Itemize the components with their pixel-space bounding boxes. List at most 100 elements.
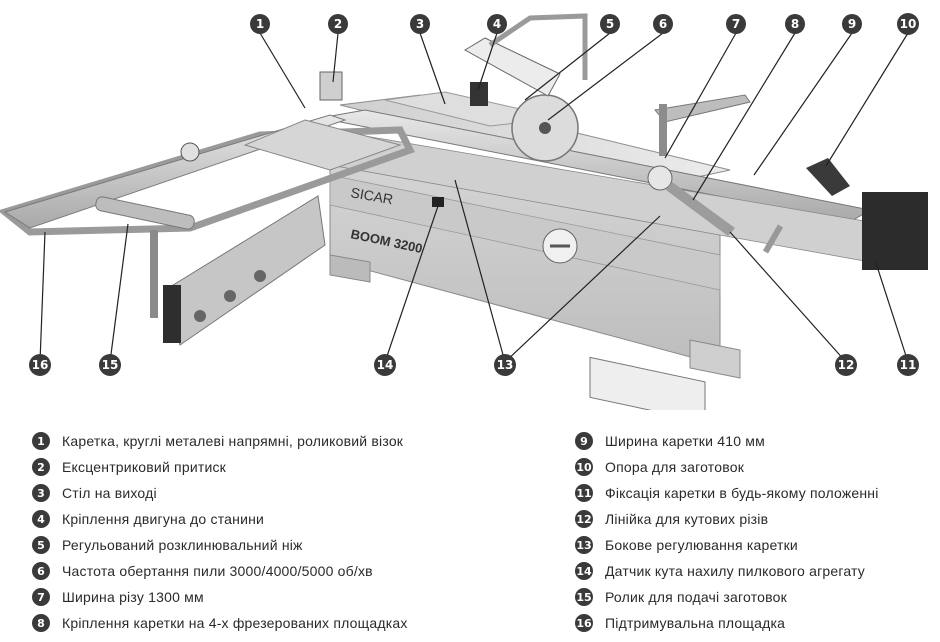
- legend-label: Підтримувальна площадка: [605, 615, 786, 631]
- carriage-frame: [0, 126, 415, 236]
- callout-10: 10: [897, 13, 919, 35]
- callout-4: 4: [487, 14, 507, 34]
- support-roller: [95, 196, 195, 230]
- legend-label: Лінійка для кутових різів: [605, 511, 769, 527]
- legend-label: Стіл на виході: [62, 485, 157, 501]
- callout-9: 9: [842, 14, 862, 34]
- control-panel: [589, 356, 706, 410]
- clamp-post: [319, 71, 343, 101]
- callout-13: 13: [494, 354, 516, 376]
- leader-2: [332, 32, 339, 83]
- machine-brand: SICAR: [349, 184, 394, 207]
- arm-hole-3: [254, 270, 266, 282]
- leader-7: [664, 32, 737, 159]
- legend-item-7: 7 Ширина різу 1300 мм: [32, 585, 204, 609]
- legend-badge: 10: [575, 458, 593, 476]
- legend-badge: 4: [32, 510, 50, 528]
- legend-item-4: 4 Кріплення двигуна до станини: [32, 507, 264, 531]
- callout-5: 5: [600, 14, 620, 34]
- arm-hole-2: [224, 290, 236, 302]
- svg-text:7: 7: [732, 17, 740, 31]
- eccentric-clamp: [180, 142, 200, 162]
- legend-label: Частота обертання пили 3000/4000/5000 об…: [62, 563, 373, 579]
- arm-hole-1: [194, 310, 206, 322]
- angle-knob: [647, 165, 673, 191]
- carriage-end-block: [862, 192, 928, 270]
- callout-11: 11: [897, 354, 919, 376]
- svg-text:10: 10: [900, 17, 917, 31]
- callout-2: 2: [328, 14, 348, 34]
- callout-6: 6: [653, 14, 673, 34]
- svg-text:15: 15: [102, 358, 119, 372]
- legend-badge: 7: [32, 588, 50, 606]
- leader-13: [454, 179, 506, 363]
- leader-3: [419, 32, 446, 105]
- legend-label: Ролик для подачі заготовок: [605, 589, 787, 605]
- blade-guard: [463, 37, 561, 97]
- leader-9: [753, 32, 853, 176]
- callout-1: 1: [250, 14, 270, 34]
- callout-3: 3: [410, 14, 430, 34]
- legend-label: Регульований розклинювальний ніж: [62, 537, 303, 553]
- machine-diagram: SICAR BOOM 3200 1 2 3 4 5 6 7 8 9 10 11 …: [0, 13, 928, 410]
- legend-item-10: 10 Опора для заготовок: [575, 455, 744, 479]
- callout-16: 16: [29, 354, 51, 376]
- callout-8: 8: [785, 14, 805, 34]
- legend-label: Ширина різу 1300 мм: [62, 589, 204, 605]
- leader-4: [477, 32, 498, 91]
- guard-arm: [488, 13, 588, 80]
- svg-text:16: 16: [32, 358, 49, 372]
- callout-15: 15: [99, 354, 121, 376]
- legend-badge: 3: [32, 484, 50, 502]
- legend-badge: 5: [32, 536, 50, 554]
- svg-text:13: 13: [497, 358, 514, 372]
- legend-item-3: 3 Стіл на виході: [32, 481, 157, 505]
- legend-badge: 13: [575, 536, 593, 554]
- callout-markers: 1 2 3 4 5 6 7 8 9 10 11 12 13 14 15 16: [29, 13, 919, 376]
- legend-badge: 16: [575, 614, 593, 632]
- legend-label: Кріплення двигуна до станини: [62, 511, 265, 527]
- fence-post: [659, 104, 667, 156]
- legend-label: Опора для заготовок: [605, 459, 745, 475]
- callout-7: 7: [726, 14, 746, 34]
- leader-12: [729, 231, 847, 363]
- leader-14: [384, 205, 439, 363]
- leader-15: [109, 223, 129, 363]
- leader-16: [39, 231, 46, 363]
- legend-badge: 14: [575, 562, 593, 580]
- leader-6: [547, 32, 664, 121]
- workpiece-support: [806, 158, 850, 196]
- svg-text:3: 3: [416, 17, 424, 31]
- support-leg: [150, 230, 158, 318]
- leader-13b: [504, 215, 661, 363]
- cabinet-front-panel: [329, 174, 721, 291]
- callout-14: 14: [374, 354, 396, 376]
- angle-sensor: [432, 197, 444, 207]
- angle-ruler: [666, 182, 735, 236]
- legend-label: Фіксація каретки в будь-якому положенні: [605, 485, 879, 501]
- crosscut-table: [243, 119, 402, 171]
- machine-foot: [329, 254, 371, 283]
- legend-badge: 9: [575, 432, 593, 450]
- leader-11: [874, 259, 909, 363]
- svg-text:5: 5: [606, 17, 614, 31]
- rip-fence: [654, 94, 751, 123]
- svg-text:1: 1: [256, 17, 264, 31]
- blade-hub: [539, 122, 551, 134]
- leader-8: [692, 32, 796, 201]
- leader-5: [524, 32, 611, 101]
- legend-badge: 1: [32, 432, 50, 450]
- svg-text:11: 11: [900, 358, 917, 372]
- svg-text:12: 12: [838, 358, 855, 372]
- legend-badge: 2: [32, 458, 50, 476]
